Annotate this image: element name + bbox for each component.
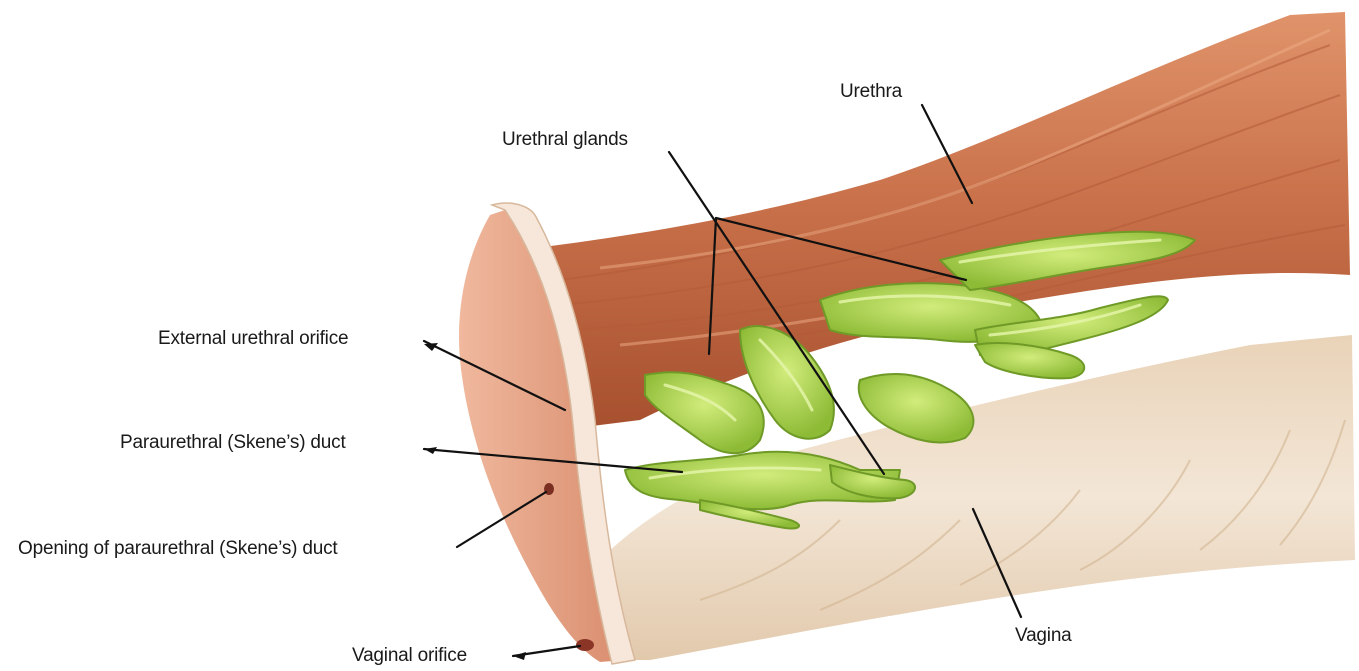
- vaginal-orifice-dot: [576, 639, 594, 651]
- label-vaginal-orifice: Vaginal orifice: [352, 646, 467, 665]
- label-vagina: Vagina: [1015, 626, 1072, 645]
- label-urethral-glands: Urethral glands: [502, 130, 628, 149]
- label-external-urethral-orifice: External urethral orifice: [158, 329, 348, 348]
- label-urethra: Urethra: [840, 82, 902, 101]
- label-opening-paraurethral-duct: Opening of paraurethral (Skene’s) duct: [18, 539, 337, 558]
- label-paraurethral-duct: Paraurethral (Skene’s) duct: [120, 433, 346, 452]
